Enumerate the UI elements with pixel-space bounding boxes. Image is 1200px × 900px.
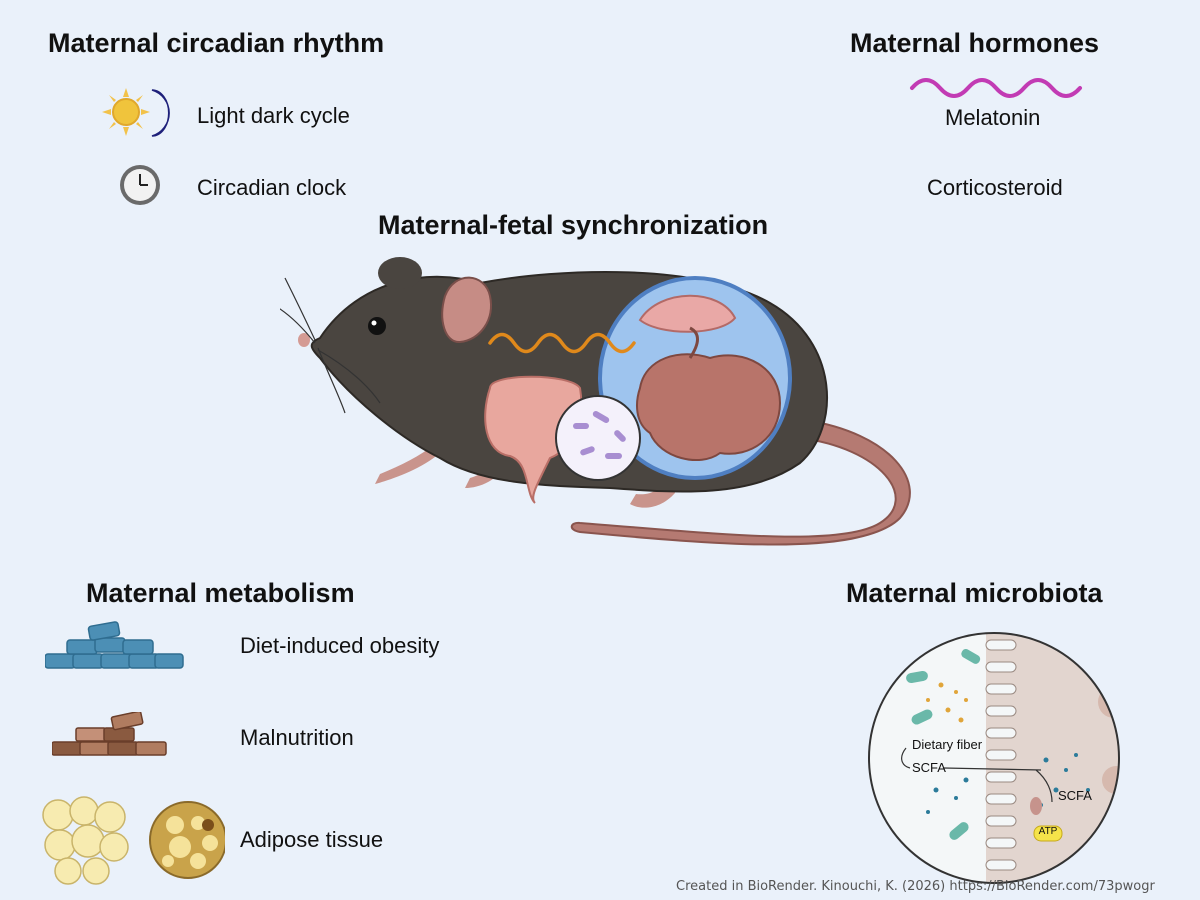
malnutrition-label: Malnutrition [240, 725, 354, 750]
biorender-credit: Created in BioRender. Kinouchi, K. (2026… [676, 879, 1155, 894]
sun-icon [102, 88, 150, 136]
circadian-clock-label: Circadian clock [197, 175, 347, 200]
metabolism-title: Maternal metabolism [86, 578, 355, 608]
corticosteroid-label: Corticosteroid [927, 175, 1063, 200]
hormones-title: Maternal hormones [850, 28, 1100, 58]
adipose-tissue-label: Adipose tissue [240, 827, 384, 852]
scfa-label-1: SCFA [912, 760, 946, 775]
diet-induced-obesity-label: Diet-induced obesity [240, 633, 440, 658]
light-dark-cycle-label: Light dark cycle [197, 103, 350, 128]
atp-label: ATP [1038, 826, 1058, 837]
obesity-diet-icon [45, 620, 185, 672]
sync-title: Maternal-fetal synchronization [378, 210, 769, 240]
circadian-title: Maternal circadian rhythm [48, 28, 385, 58]
dietary-fiber-label: Dietary fiber [912, 737, 983, 752]
moon-icon [148, 88, 178, 138]
clock-icon [118, 163, 162, 207]
microbiota-title: Maternal microbiota [846, 578, 1103, 608]
melatonin-label: Melatonin [945, 105, 1041, 130]
malnutrition-diet-icon [52, 712, 187, 760]
pregnant-mouse-illustration [280, 248, 920, 578]
melatonin-wave-icon [908, 72, 1083, 104]
scfa-label-2: SCFA [1058, 788, 1092, 803]
adipose-tissue-icon [40, 795, 225, 885]
gut-microbiota-icon [866, 630, 1122, 886]
